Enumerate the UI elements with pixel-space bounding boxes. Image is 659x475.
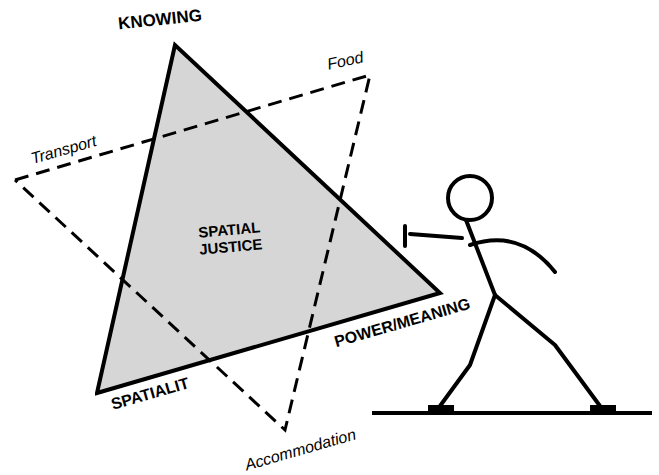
- vertex-label: Transport: [28, 132, 98, 167]
- figure-head: [448, 176, 492, 220]
- spatial-triangle: SPATIAL JUSTICE: [95, 40, 445, 398]
- figure-foot: [590, 405, 616, 412]
- figure-torso: [466, 220, 495, 295]
- figure-back-leg: [495, 295, 600, 406]
- figure-hand: [403, 226, 407, 246]
- vertex-label: Food: [326, 48, 365, 73]
- dashed-triangle-outline: [15, 75, 370, 430]
- figure-front-arm: [410, 234, 462, 238]
- vertex-label: KNOWING: [117, 6, 203, 33]
- vertex-label: Accommodation: [242, 426, 357, 475]
- figure-foot: [428, 405, 454, 412]
- triangle-outline: [95, 40, 445, 398]
- node-title: SPATIAL JUSTICE: [183, 217, 278, 259]
- figure-back-arm: [470, 240, 555, 272]
- triangle-shape: [97, 45, 440, 393]
